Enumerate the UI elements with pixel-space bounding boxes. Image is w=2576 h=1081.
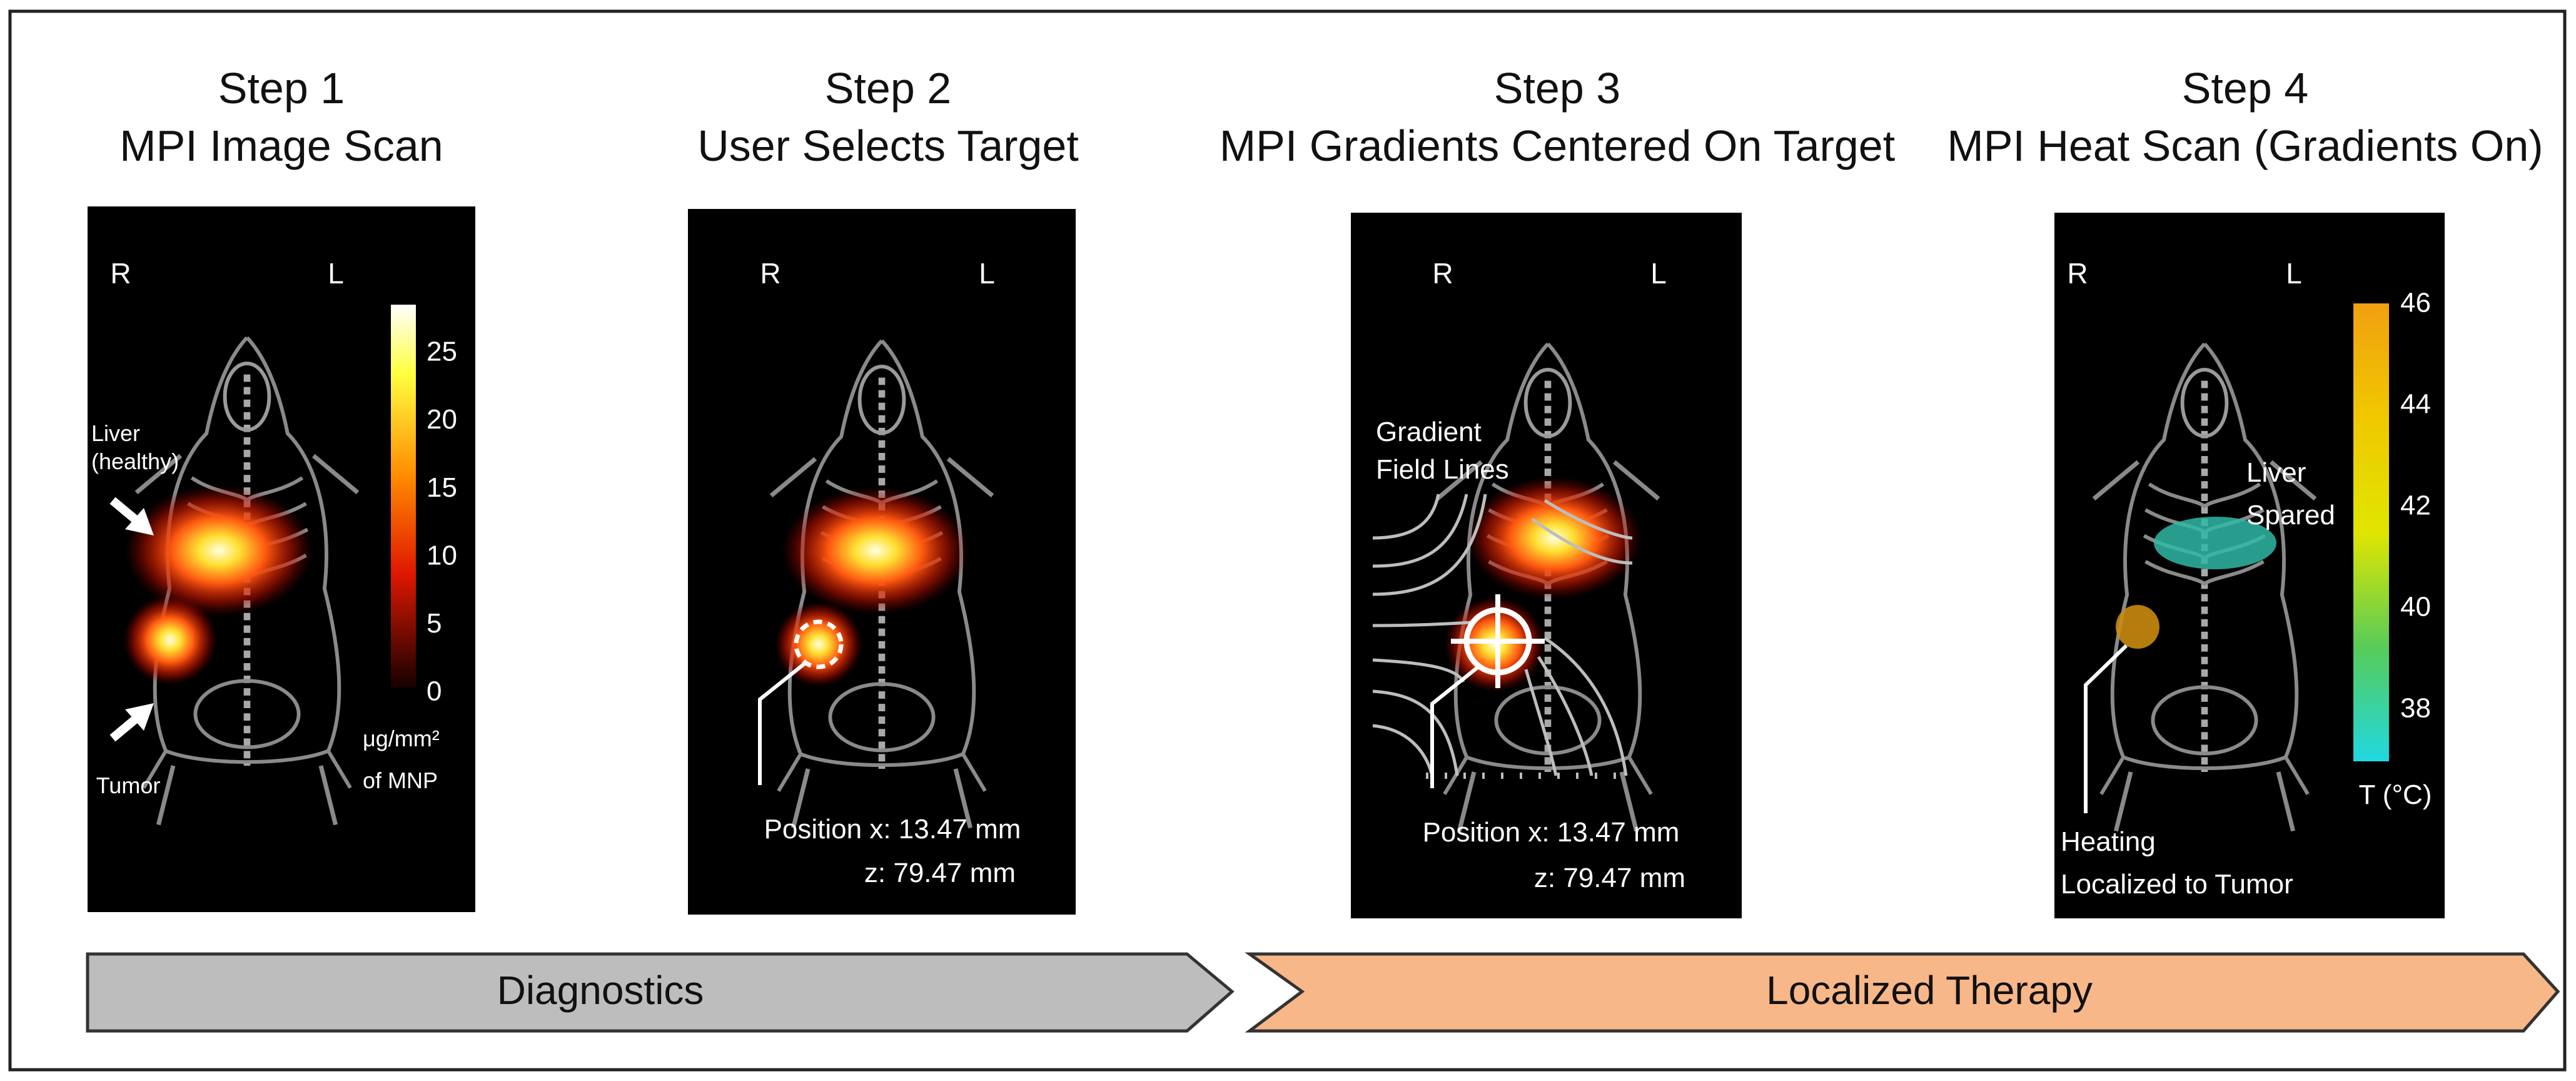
colorbar-tick-label: 10: [427, 540, 457, 571]
colorbar-tick-label: 15: [427, 472, 457, 503]
tumor-label: Tumor: [96, 773, 161, 798]
colorbar-tick-label: 42: [2400, 490, 2431, 521]
panel-step-2: R L Position x: 13.47 mm z: 79.47 mm: [688, 209, 1076, 915]
position-x-2: Position x: 13.47 mm: [764, 814, 1021, 845]
step-1-title: MPI Image Scan: [119, 121, 443, 170]
step-1-number: Step 1: [218, 64, 345, 113]
colorbar-tick-label: 38: [2400, 693, 2431, 724]
mnp-unit-line-2: of MNP: [363, 768, 438, 793]
liver-spared-line-2: Spared: [2246, 500, 2335, 530]
mnp-colorbar: [391, 305, 416, 688]
colorbar-tick-label: 20: [427, 404, 457, 435]
heating-label-line-1: Heating: [2061, 826, 2156, 857]
temperature-colorbar-ticks: 46 44 42 40 38: [2400, 288, 2431, 724]
tumor-hot-spot-2: [775, 602, 862, 687]
orient-l-3: L: [1650, 257, 1667, 290]
step-3-heading: Step 3 MPI Gradients Centered On Target: [1188, 59, 1926, 175]
step-4-heading: Step 4 MPI Heat Scan (Gradients On): [1932, 59, 2558, 175]
diagnostics-label: Diagnostics: [497, 968, 704, 1013]
panel-step-1: R L Liver (healthy) Tumor 25 20 15 10 5 0 μg/…: [88, 206, 475, 912]
orient-r-3: R: [1432, 257, 1453, 290]
colorbar-tick-label: 40: [2400, 592, 2431, 622]
orient-l-4: L: [2286, 257, 2302, 290]
target-leader-line: [758, 660, 808, 785]
colorbar-tick-label: 44: [2400, 389, 2431, 420]
colorbar-tick-label: 25: [427, 337, 457, 367]
tumor-arrow: [109, 703, 154, 742]
figure-border: [8, 9, 2567, 1072]
heating-label-line-2: Localized to Tumor: [2061, 869, 2293, 900]
orient-r-4: R: [2067, 257, 2088, 290]
orient-l-2: L: [979, 257, 995, 290]
mnp-unit-line-1: μg/mm²: [363, 726, 440, 751]
step-3-title: MPI Gradients Centered On Target: [1219, 121, 1896, 170]
heating-leader-line: [2084, 644, 2128, 813]
step-2-number: Step 2: [824, 64, 952, 113]
liver-hot-spot-2: [782, 487, 969, 614]
diagnostics-arrow: [86, 952, 1235, 1033]
step-4-number: Step 4: [2181, 64, 2309, 113]
gradient-label-line-2: Field Lines: [1376, 454, 1509, 485]
liver-spared-line-1: Liver: [2246, 457, 2306, 488]
position-x-3: Position x: 13.47 mm: [1423, 817, 1680, 848]
temperature-colorbar: [2353, 303, 2389, 761]
colorbar-tick-label: 0: [427, 676, 442, 707]
orient-r-1: R: [110, 257, 131, 290]
panel-step-4: R L Liver Spared Heating Localized to Tu…: [2054, 213, 2445, 918]
position-z-2: z: 79.47 mm: [864, 858, 1016, 888]
tumor-hot-spot: [123, 595, 217, 685]
step-3-number: Step 3: [1493, 64, 1621, 113]
liver-arrow: [109, 497, 154, 535]
colorbar-tick-label: 46: [2400, 288, 2431, 318]
liver-spared-region: [2154, 517, 2276, 569]
gradient-label-line-1: Gradient: [1376, 417, 1482, 447]
orient-r-2: R: [760, 257, 780, 290]
liver-label: Liver: [91, 420, 140, 446]
step-1-heading: Step 1 MPI Image Scan: [81, 59, 482, 175]
target-selection-circle: [794, 619, 844, 669]
colorbar-tick-label: 5: [427, 608, 442, 639]
orient-l-1: L: [328, 257, 344, 290]
liver-sub-label: (healthy): [91, 449, 179, 474]
tumor-heated-region: [2116, 605, 2159, 649]
therapy-label: Localized Therapy: [1766, 968, 2093, 1013]
position-z-3: z: 79.47 mm: [1534, 863, 1685, 893]
gradient-field-lines: [1372, 494, 1633, 779]
temperature-unit: T (°C): [2359, 779, 2432, 810]
step-4-title: MPI Heat Scan (Gradients On): [1947, 121, 2543, 170]
step-2-heading: Step 2 User Selects Target: [632, 59, 1144, 175]
therapy-arrow: [1245, 952, 2560, 1033]
liver-hot-spot-3: [1467, 477, 1642, 599]
liver-hot-spot: [125, 485, 313, 616]
target-leader-line-3: [1430, 664, 1480, 788]
mnp-colorbar-ticks: 25 20 15 10 5 0: [427, 337, 457, 707]
panel-step-3: R L Gradient Field Lines Position x: 13.…: [1351, 213, 1742, 918]
step-2-title: User Selects Target: [697, 121, 1079, 170]
crosshair-target: [1451, 594, 1545, 688]
